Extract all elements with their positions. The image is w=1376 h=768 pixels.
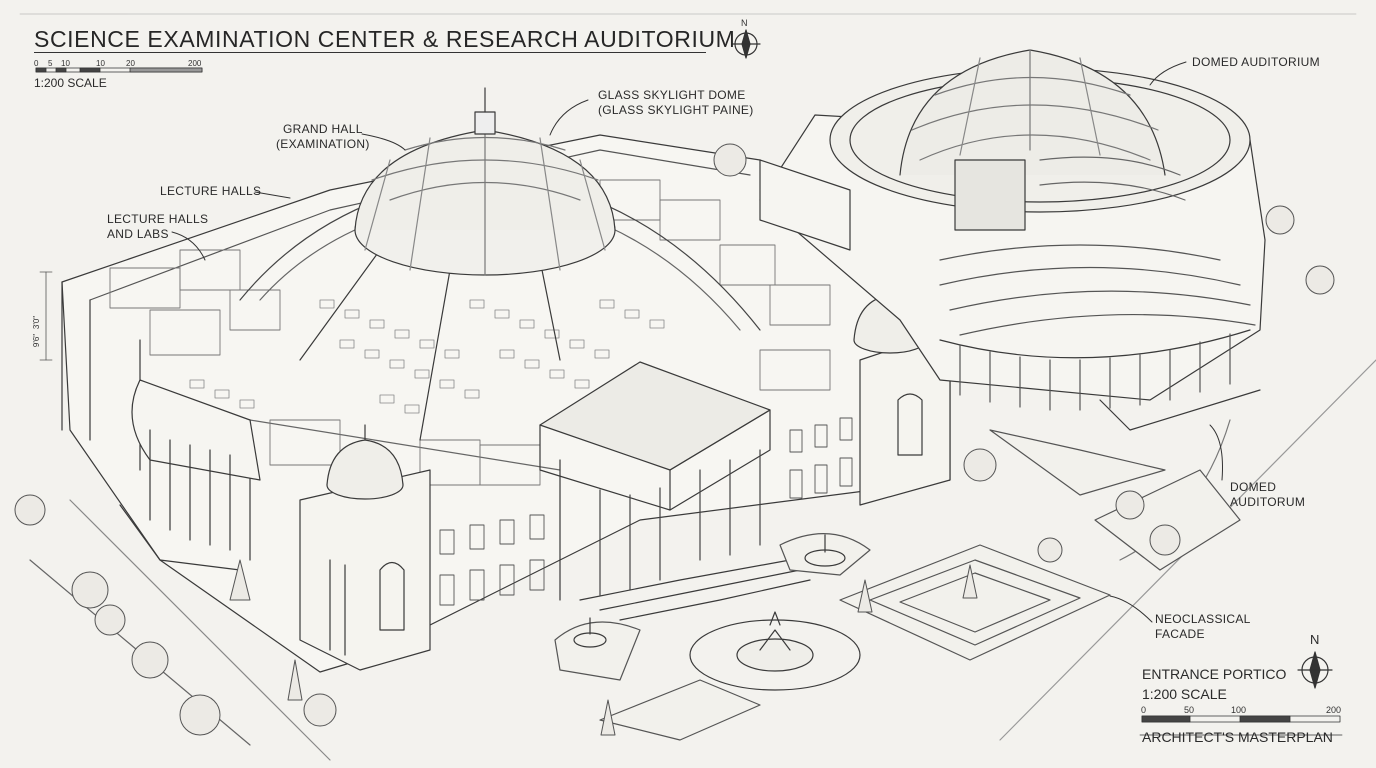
- bottom-scale-bar: [1139, 715, 1343, 736]
- exam-desks: [189, 299, 665, 414]
- entrance-portico: [539, 361, 811, 621]
- legend-masterplan: ARCHITECT'S MASTERPLAN: [1142, 729, 1333, 745]
- right-corner-dome: [853, 274, 951, 506]
- trees: [14, 143, 1335, 736]
- legend-tick: 50: [1184, 705, 1195, 715]
- callout-lecture-labs: LECTURE HALLS AND LABS: [107, 212, 209, 241]
- top-scale-tick: 0: [34, 59, 39, 68]
- fountain-plaza: [573, 534, 861, 691]
- callout-domed-auditorium-right: DOMED AUDITORUM: [1230, 480, 1306, 509]
- north-arrow-bottom-icon: [1297, 651, 1333, 689]
- callout-neoclassical-facade: NEOCLASSICAL FACADE: [1155, 612, 1251, 641]
- callout-lecture-halls: LECTURE HALLS: [160, 184, 262, 198]
- left-corner-dome: [299, 424, 431, 671]
- top-scale-tick: 20: [126, 59, 135, 68]
- top-scale-label: 1:200 SCALE: [34, 76, 107, 90]
- callout-domed-auditorium-top: DOMED AUDITORIUM: [1192, 55, 1320, 69]
- main-block: [61, 134, 951, 673]
- glass-skylight-dome: [239, 87, 761, 441]
- leader-lines: [171, 61, 1223, 623]
- legend-tick: 0: [1141, 705, 1147, 715]
- callout-grand-hall: GRAND HALL (EXAMINATION): [276, 122, 370, 151]
- dimension-upper: 3'0": [32, 315, 42, 330]
- north-label-top: N: [741, 18, 748, 28]
- top-scale-tick: 10: [96, 59, 105, 68]
- domed-auditorium: [759, 49, 1266, 431]
- dimension-lower: 9'6": [32, 333, 42, 348]
- facade-windows: [439, 417, 853, 606]
- drawing-title: SCIENCE EXAMINATION CENTER & RESEARCH AU…: [34, 26, 736, 52]
- legend-tick: 100: [1231, 705, 1247, 715]
- garden-parterres: [554, 429, 1241, 741]
- left-colonnade: [119, 379, 261, 571]
- dimension-marker: [39, 271, 53, 361]
- callout-glass-dome: GLASS SKYLIGHT DOME (GLASS SKYLIGHT PAIN…: [598, 88, 754, 117]
- north-label-bottom: N: [1310, 632, 1320, 647]
- legend-scale: 1:200 SCALE: [1142, 686, 1227, 702]
- connecting-wing: [759, 159, 851, 251]
- top-scale-tick: 10: [61, 59, 70, 68]
- top-scale-bar: [35, 67, 203, 73]
- legend-entrance-portico: ENTRANCE PORTICO: [1142, 666, 1287, 682]
- north-arrow-top-icon: [731, 29, 761, 59]
- top-scale-tick: 5: [48, 59, 53, 68]
- top-scale-tick: 200: [188, 59, 202, 68]
- legend-tick: 200: [1326, 705, 1342, 715]
- title-rule: [34, 52, 706, 53]
